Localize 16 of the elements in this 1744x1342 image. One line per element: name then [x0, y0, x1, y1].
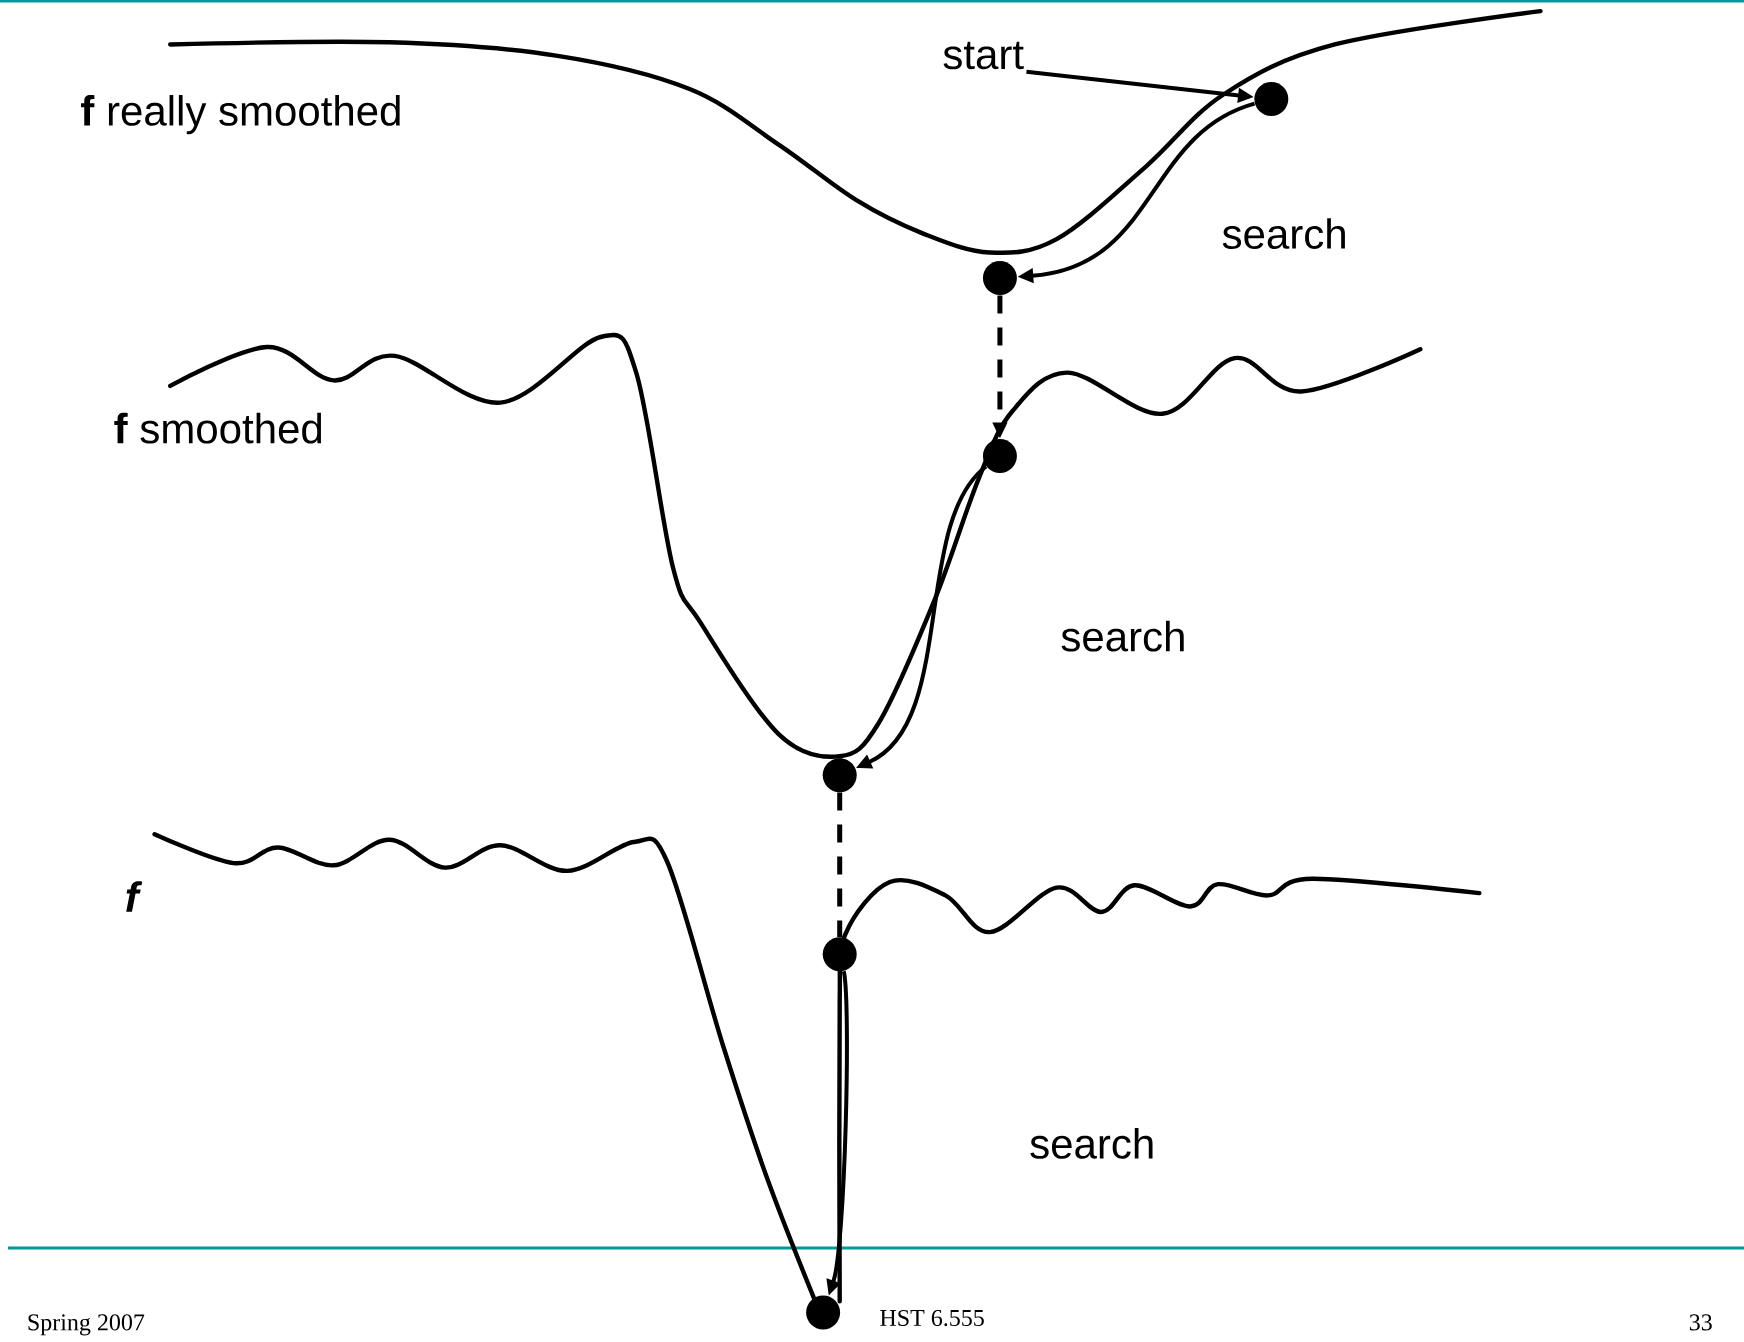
page-number: 33 — [1689, 1314, 1712, 1331]
start-label: start — [943, 41, 1024, 70]
dot — [982, 261, 1017, 296]
curve-label: f really smoothed — [81, 95, 400, 135]
dot — [822, 937, 857, 972]
edge-label: search — [1030, 1128, 1153, 1159]
dot — [982, 439, 1017, 473]
edge-label: search — [1222, 218, 1345, 249]
footer-text: Spring 2007 — [28, 1314, 145, 1336]
footer-text: HST 6.555 — [880, 1309, 984, 1327]
edge-label: search — [1061, 620, 1184, 652]
curve-label: f smoothed — [114, 412, 322, 444]
dot — [822, 758, 857, 793]
curve-label: f — [126, 881, 143, 912]
dot — [1254, 82, 1289, 116]
dot — [806, 1295, 841, 1330]
